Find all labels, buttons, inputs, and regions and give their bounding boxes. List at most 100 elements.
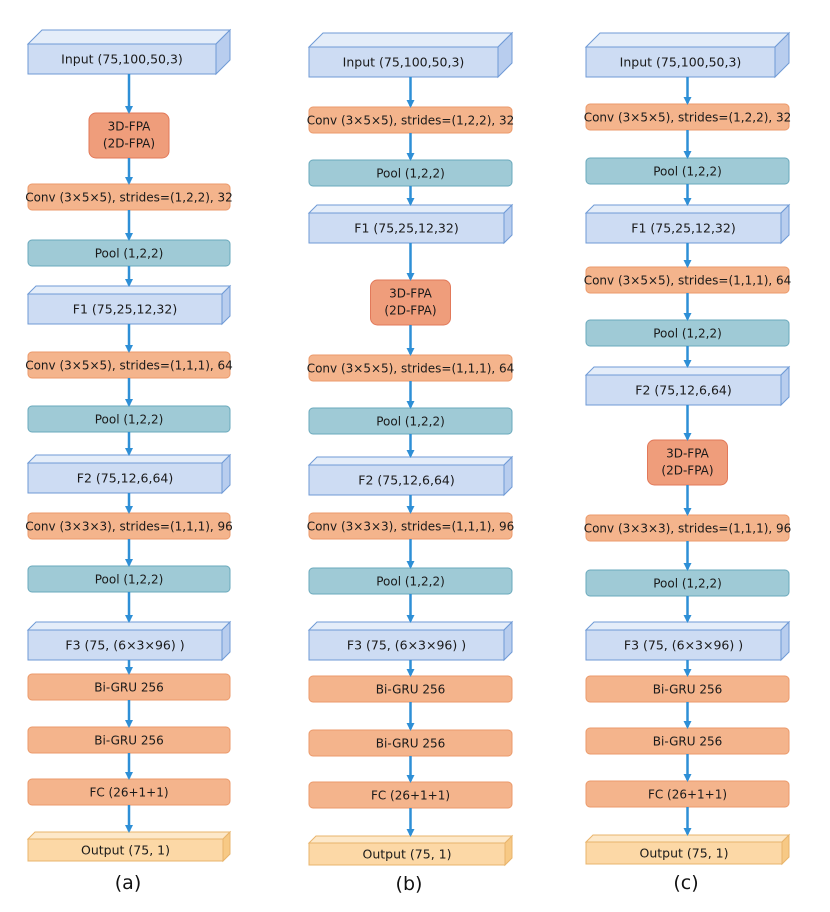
caption-b: (b) — [395, 873, 423, 895]
prism-front-face — [585, 212, 782, 244]
prism-top-face — [307, 456, 514, 466]
prism-top-face — [26, 621, 232, 631]
tensor-label: Input (75,100,50,3) — [620, 55, 742, 70]
block-tensor: F2 (75,12,6,64) — [307, 455, 514, 497]
prism-top-face — [584, 32, 791, 48]
prism-front-face — [585, 46, 776, 78]
tensor-label: Input (75,100,50,3) — [61, 52, 183, 67]
pool-label: Pool (1,2,2) — [95, 573, 164, 587]
prism-top-face — [307, 621, 514, 631]
block-pool: Pool (1,2,2) — [585, 319, 790, 347]
block-tensor: F1 (75,25,12,32) — [584, 203, 791, 245]
block-layer: Conv (3×5×5), strides=(1,1,1), 64 — [584, 266, 791, 294]
block-fpa: 3D-FPA (2D-FPA) — [88, 112, 170, 159]
tensor-label: F2 (75,12,6,64) — [635, 383, 731, 398]
prism-front-face — [308, 842, 506, 866]
tensor-label: F3 (75, (6×3×96) ) — [65, 638, 184, 653]
block-layer: FC (26+1+1) — [585, 780, 790, 808]
layer-label: Bi-GRU 256 — [653, 735, 722, 749]
block-fpa: 3D-FPA (2D-FPA) — [647, 439, 728, 486]
tensor-label: F3 (75, (6×3×96) ) — [624, 638, 743, 653]
block-layer: Conv (3×3×3), strides=(1,1,1), 96 — [25, 512, 233, 540]
block-tensor: F2 (75,12,6,64) — [584, 365, 791, 407]
prism-front-face — [585, 374, 782, 406]
pool-label: Pool (1,2,2) — [376, 575, 445, 589]
block-layer: Conv (3×5×5), strides=(1,2,2), 32 — [307, 106, 514, 134]
layer-label: Bi-GRU 256 — [653, 683, 722, 697]
prism-top-face — [26, 831, 232, 840]
prism-front-face — [308, 629, 505, 661]
block-tensor: F2 (75,12,6,64) — [26, 453, 232, 495]
layer-label: Conv (3×3×3), strides=(1,1,1), 96 — [25, 520, 233, 534]
tensor-label: F2 (75,12,6,64) — [77, 471, 173, 486]
block-layer: Conv (3×5×5), strides=(1,2,2), 32 — [584, 103, 791, 131]
output-label: Output (75, 1) — [81, 843, 170, 858]
prism-front-face — [585, 841, 783, 865]
fpa-label-line2: (2D-FPA) — [384, 304, 436, 318]
prism-top-face — [584, 204, 791, 214]
fpa-label-line2: (2D-FPA) — [103, 137, 155, 151]
fpa-label-line1: 3D-FPA — [666, 447, 710, 461]
layer-label: Conv (3×3×3), strides=(1,1,1), 96 — [584, 522, 792, 536]
block-tensor: F1 (75,25,12,32) — [307, 203, 514, 245]
block-layer: Bi-GRU 256 — [585, 675, 790, 703]
layer-label: Conv (3×5×5), strides=(1,1,1), 64 — [25, 359, 233, 373]
pool-label: Pool (1,2,2) — [95, 247, 164, 261]
layer-label: FC (26+1+1) — [371, 789, 450, 803]
layer-label: Conv (3×3×3), strides=(1,1,1), 96 — [307, 520, 515, 534]
prism-top-face — [307, 32, 514, 48]
prism-top-face — [26, 29, 232, 45]
layer-label: Conv (3×5×5), strides=(1,1,1), 64 — [307, 362, 515, 376]
block-pool: Pool (1,2,2) — [27, 239, 231, 267]
block-output: Output (75, 1) — [584, 833, 791, 866]
block-tensor: Input (75,100,50,3) — [26, 28, 232, 76]
prism-front-face — [27, 838, 224, 862]
output-label: Output (75, 1) — [363, 847, 452, 862]
prism-top-face — [584, 621, 791, 631]
tensor-label: F1 (75,25,12,32) — [631, 221, 735, 236]
block-tensor: F3 (75, (6×3×96) ) — [584, 620, 791, 662]
prism-top-face — [307, 204, 514, 214]
block-tensor: F3 (75, (6×3×96) ) — [307, 620, 514, 662]
fpa-label-line1: 3D-FPA — [108, 120, 152, 134]
block-pool: Pool (1,2,2) — [27, 565, 231, 593]
block-pool: Pool (1,2,2) — [27, 405, 231, 433]
layer-label: FC (26+1+1) — [648, 788, 727, 802]
block-pool: Pool (1,2,2) — [308, 159, 513, 187]
prism-top-face — [584, 366, 791, 376]
tensor-label: F3 (75, (6×3×96) ) — [347, 638, 466, 653]
block-pool: Pool (1,2,2) — [585, 157, 790, 185]
caption-a: (a) — [114, 872, 142, 894]
block-layer: Bi-GRU 256 — [308, 675, 513, 703]
pool-label: Pool (1,2,2) — [376, 167, 445, 181]
block-layer: Bi-GRU 256 — [27, 726, 231, 754]
prism-front-face — [27, 629, 223, 661]
prism-top-face — [26, 454, 232, 464]
prism-front-face — [308, 464, 505, 496]
pool-label: Pool (1,2,2) — [95, 413, 164, 427]
tensor-label: Input (75,100,50,3) — [343, 55, 465, 70]
block-fpa: 3D-FPA(2D-FPA) — [370, 279, 451, 326]
block-layer: Conv (3×3×3), strides=(1,1,1), 96 — [307, 512, 515, 540]
layer-label: Bi-GRU 256 — [376, 683, 445, 697]
prism-front-face — [308, 212, 505, 244]
block-layer: Bi-GRU 256 — [308, 729, 513, 757]
pool-label: Pool (1,2,2) — [653, 165, 722, 179]
column-b: Input (75,100,50,3) Conv (3×5×5), strides… — [307, 31, 515, 867]
block-pool: Pool (1,2,2) — [585, 569, 790, 597]
block-layer: Conv (3×5×5), strides=(1,2,2), 32 — [25, 183, 233, 211]
fpa-label-line2: (2D-FPA) — [661, 464, 713, 478]
pool-label: Pool (1,2,2) — [653, 327, 722, 341]
layer-label: Bi-GRU 256 — [376, 737, 445, 751]
layer-label: Bi-GRU 256 — [94, 681, 163, 695]
block-layer: FC (26+1+1) — [27, 778, 231, 806]
block-layer: Conv (3×5×5), strides=(1,1,1), 64 — [25, 351, 233, 379]
prism-front-face — [27, 293, 223, 325]
prism-top-face — [584, 834, 791, 843]
block-layer: Conv (3×3×3), strides=(1,1,1), 96 — [584, 514, 792, 542]
tensor-label: F1 (75,25,12,32) — [73, 302, 177, 317]
prism-front-face — [308, 46, 499, 78]
column-a: Input (75,100,50,3) 3D-FPA (2D-FPA) Conv (3… — [25, 28, 233, 863]
